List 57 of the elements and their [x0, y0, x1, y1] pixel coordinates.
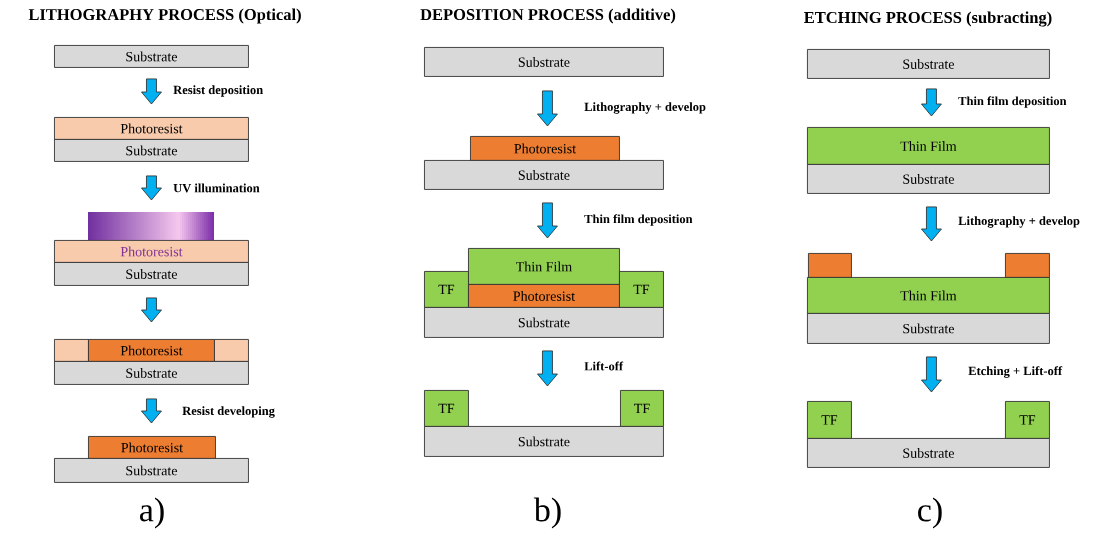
arrow — [537, 202, 558, 239]
substrate-layer: Substrate — [424, 426, 664, 457]
thin-film-pad: TF — [807, 401, 852, 439]
arrow — [141, 297, 162, 323]
thin-film-layer: Thin Film — [807, 277, 1050, 314]
arrow — [537, 350, 558, 387]
photoresist-layer: Photoresist — [88, 339, 215, 362]
substrate-layer: Substrate — [807, 164, 1050, 194]
arrow — [921, 88, 942, 117]
arrow — [921, 206, 942, 242]
edge-label: Lithography + develop — [583, 101, 707, 115]
substrate-layer: Substrate — [424, 160, 664, 190]
photoresist-layer: Photoresist — [470, 136, 620, 161]
panel-title: LITHOGRAPHY PROCESS (Optical) — [28, 8, 301, 24]
panel-letter: c) — [918, 497, 942, 529]
thin-film-pad: TF — [619, 271, 664, 308]
panel-letter: a) — [140, 497, 164, 529]
substrate-layer: Substrate — [54, 361, 249, 385]
substrate-layer: Substrate — [807, 438, 1050, 468]
edge-label: Etching + Lift-off — [967, 365, 1064, 379]
thin-film-pad: TF — [424, 390, 469, 427]
edge-label: Lift-off — [583, 360, 625, 372]
thin-film-pad: TF — [424, 271, 469, 308]
arrow — [141, 398, 162, 424]
substrate-layer: Substrate — [807, 313, 1050, 344]
edge-label: Resist deposition — [172, 84, 265, 98]
panel-title: DEPOSITION PROCESS (additive) — [420, 8, 676, 24]
photoresist-layer: Photoresist — [468, 284, 620, 308]
substrate-layer: Substrate — [54, 45, 249, 68]
thin-film-layer: Thin Film — [807, 127, 1050, 165]
photoresist-layer: Photoresist — [54, 240, 249, 263]
panel-title: ETCHING PROCESS (subracting) — [804, 11, 1052, 27]
arrow — [141, 78, 162, 105]
photoresist-layer: Photoresist — [54, 117, 249, 140]
edge-label: Lithography + develop — [957, 215, 1081, 229]
edge-label: Thin film deposition — [957, 95, 1068, 109]
panel-letter: b) — [533, 497, 561, 529]
substrate-layer: Substrate — [54, 139, 249, 162]
arrow — [921, 356, 942, 393]
substrate-layer: Substrate — [424, 47, 664, 77]
edge-label: Thin film deposition — [583, 213, 694, 227]
thin-film-pad: TF — [620, 390, 664, 427]
edge-label: UV illumination — [172, 182, 261, 194]
resist-pad — [54, 339, 89, 362]
thin-film-pad: TF — [1005, 401, 1050, 439]
substrate-layer: Substrate — [424, 307, 664, 338]
thin-film-layer: Thin Film — [468, 248, 620, 285]
resist-pad — [1005, 253, 1050, 278]
edge-label: Resist developing — [181, 405, 276, 419]
arrow — [537, 90, 558, 127]
resist-pad — [808, 253, 852, 278]
substrate-layer: Substrate — [54, 262, 249, 286]
arrow — [141, 175, 162, 201]
resist-pad — [214, 339, 249, 362]
substrate-layer: Substrate — [807, 49, 1050, 79]
photoresist-layer: Photoresist — [88, 436, 216, 459]
substrate-layer: Substrate — [54, 458, 249, 483]
